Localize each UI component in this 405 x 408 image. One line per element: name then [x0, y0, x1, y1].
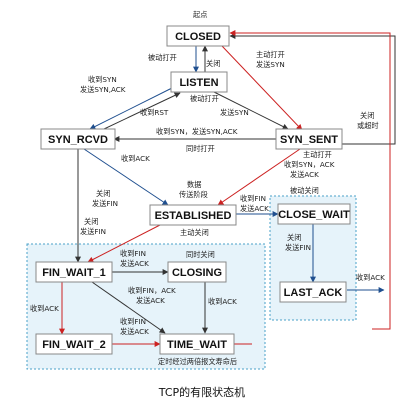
- label-timeout: 或超时: [357, 121, 379, 130]
- edge-fin-wait-1-time-wait: [91, 281, 166, 334]
- edge-syn-sent-established: [217, 148, 301, 206]
- label-recv-ack-2: 收到ACK: [356, 273, 385, 282]
- edge-syn-sent-closed: [229, 33, 396, 145]
- label-recv-rst: 收到RST: [140, 108, 169, 117]
- label-send-fin-2: 发送FIN: [80, 227, 106, 236]
- label-msl-wait: 定时经过两倍报文寿命后: [158, 357, 237, 366]
- state-time-wait-label: TIME_WAIT: [167, 339, 227, 351]
- state-established-label: ESTABLISHED: [155, 210, 232, 222]
- label-simultaneous-close: 同时关闭: [186, 250, 215, 259]
- state-closing: CLOSING: [167, 261, 227, 283]
- label-recv-fin-3: 收到FIN: [120, 317, 146, 326]
- label-recv-fin-2: 收到FIN: [120, 249, 146, 258]
- label-send-ack-2: 发送ACK: [240, 204, 269, 213]
- label-recv-syn: 收到SYN: [88, 75, 117, 84]
- label-send-syn-1: 发送SYN: [256, 60, 285, 69]
- state-established: ESTABLISHED: [149, 204, 237, 226]
- state-syn-rcvd-label: SYN_RCVD: [48, 134, 108, 146]
- state-close-wait-label: CLOSE_WAIT: [278, 209, 350, 221]
- label-start: 起点: [193, 10, 207, 19]
- label-recv-ack-1: 收到ACK: [121, 154, 150, 163]
- label-active-open-1: 主动打开: [256, 50, 285, 59]
- label-simultaneous-open: 同时打开: [186, 144, 215, 153]
- label-close-2: 关闭: [360, 111, 374, 120]
- state-syn-rcvd: SYN_RCVD: [40, 128, 116, 150]
- state-listen: LISTEN: [170, 71, 228, 93]
- state-listen-label: LISTEN: [179, 77, 218, 89]
- label-send-syn-ack: 发送SYN,ACK: [80, 85, 126, 94]
- state-closed: CLOSED: [166, 25, 230, 47]
- state-syn-sent: SYN_SENT: [275, 128, 343, 150]
- state-last-ack: LAST_ACK: [279, 281, 347, 303]
- state-fin-wait-2: FIN_WAIT_2: [35, 333, 113, 355]
- state-fin-wait-1-label: FIN_WAIT_1: [42, 267, 106, 279]
- label-send-ack-5: 发送ACK: [120, 327, 149, 336]
- label-active-open-2: 主动打开: [303, 150, 332, 159]
- label-active-close: 主动关闭: [180, 228, 209, 237]
- diagram-caption: TCP的有限状态机: [158, 385, 245, 399]
- label-transfer-phase: 传送阶段: [179, 190, 208, 199]
- state-last-ack-label: LAST_ACK: [284, 287, 343, 299]
- label-passive-open-1: 被动打开: [148, 53, 177, 62]
- label-send-syn-2: 发送SYN: [220, 108, 249, 117]
- label-send-fin-1: 发送FIN: [92, 199, 118, 208]
- state-closed-label: CLOSED: [175, 31, 221, 43]
- label-send-fin-3: 发送FIN: [285, 243, 311, 252]
- edge-listen-syn-sent: [213, 91, 289, 130]
- edge-established-closed: [229, 30, 391, 330]
- state-close-wait: CLOSE_WAIT: [277, 203, 351, 225]
- edge-syn-rcvd-listen: [103, 92, 181, 130]
- label-close-4: 关闭: [84, 217, 98, 226]
- edge-listen-syn-rcvd: [89, 87, 173, 130]
- edge-syn-rcvd-established: [83, 148, 169, 206]
- state-closing-label: CLOSING: [172, 267, 222, 279]
- label-close-5: 关闭: [287, 233, 301, 242]
- label-recv-syn-send-syn-ack: 收到SYN，发送SYN,ACK: [156, 127, 238, 136]
- state-fin-wait-2-label: FIN_WAIT_2: [42, 339, 106, 351]
- label-passive-close: 被动关闭: [290, 186, 319, 195]
- label-recv-fin-1: 收到FIN: [240, 194, 266, 203]
- label-send-ack-1: 发送ACK: [290, 170, 319, 179]
- label-close-3: 关闭: [96, 189, 110, 198]
- edge-time-wait-right: [252, 329, 372, 344]
- label-passive-open-2: 被动打开: [190, 94, 219, 103]
- label-send-ack-4: 发送ACK: [136, 296, 165, 305]
- edge-closed-syn-sent: [221, 45, 303, 131]
- edge-established-fin-wait-1: [87, 224, 161, 263]
- state-fin-wait-1: FIN_WAIT_1: [35, 261, 113, 283]
- label-send-ack-3: 发送ACK: [120, 259, 149, 268]
- label-data: 数据: [187, 180, 201, 189]
- label-recv-ack-4: 收到ACK: [30, 304, 59, 313]
- label-recv-fin-ack: 收到FIN，ACK: [128, 286, 176, 295]
- label-close-1: 关闭: [206, 59, 220, 68]
- state-time-wait: TIME_WAIT: [159, 333, 235, 355]
- label-recv-syn-ack: 收到SYN，ACK: [284, 160, 335, 169]
- label-recv-ack-3: 收到ACK: [208, 297, 237, 306]
- state-syn-sent-label: SYN_SENT: [280, 134, 338, 146]
